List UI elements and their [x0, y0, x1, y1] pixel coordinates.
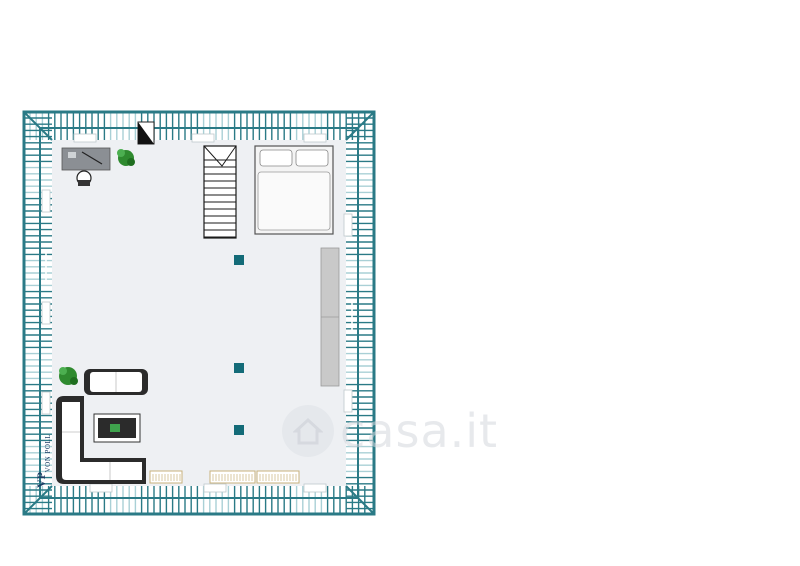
- coffee-table: [93, 413, 141, 443]
- skylight: [303, 483, 327, 493]
- skylight: [303, 133, 327, 143]
- wardrobe: [320, 247, 340, 387]
- skylight: [89, 483, 113, 493]
- column: [234, 425, 244, 435]
- skylights: [41, 133, 353, 493]
- desk-icon: [61, 147, 111, 171]
- skylight: [191, 133, 215, 143]
- watermark-text: casa.it: [340, 404, 499, 458]
- skylight: [343, 213, 353, 237]
- bed-icon: [254, 145, 334, 235]
- watermark: casa.it: [282, 398, 512, 464]
- column: [234, 363, 244, 373]
- columns: [234, 255, 244, 435]
- skylight: [41, 189, 51, 213]
- roof-hip-tl: [23, 111, 53, 141]
- skylight: [73, 133, 97, 143]
- roof-inner-edge: [39, 127, 359, 499]
- logo-name: VON POLL: [44, 433, 52, 472]
- agency-logo: VP VON POLL: [34, 422, 54, 488]
- stairs-icon: [203, 145, 237, 239]
- low-cabinets: [149, 470, 300, 484]
- roof-hip-br: [345, 485, 375, 515]
- column: [234, 255, 244, 265]
- logo-mark: VP: [34, 472, 48, 488]
- chimney-shade: [138, 122, 154, 144]
- roof-rafters-left: [24, 117, 52, 510]
- skylight: [203, 483, 227, 493]
- skylight: [41, 301, 51, 325]
- house-icon: [282, 405, 334, 457]
- plant-icon: [59, 367, 78, 385]
- roof-hip-bl: [23, 485, 53, 515]
- roof-hip-tr: [345, 111, 375, 141]
- sofa-icon: [56, 396, 146, 484]
- roof-edge: [22, 110, 376, 516]
- chair-icon: [76, 170, 92, 186]
- cabinet: [209, 470, 256, 484]
- skylight: [41, 391, 51, 415]
- roof-highlights: [45, 250, 353, 330]
- sofa-icon: [84, 369, 148, 395]
- plant-icon: [117, 149, 135, 166]
- skylight: [343, 389, 353, 413]
